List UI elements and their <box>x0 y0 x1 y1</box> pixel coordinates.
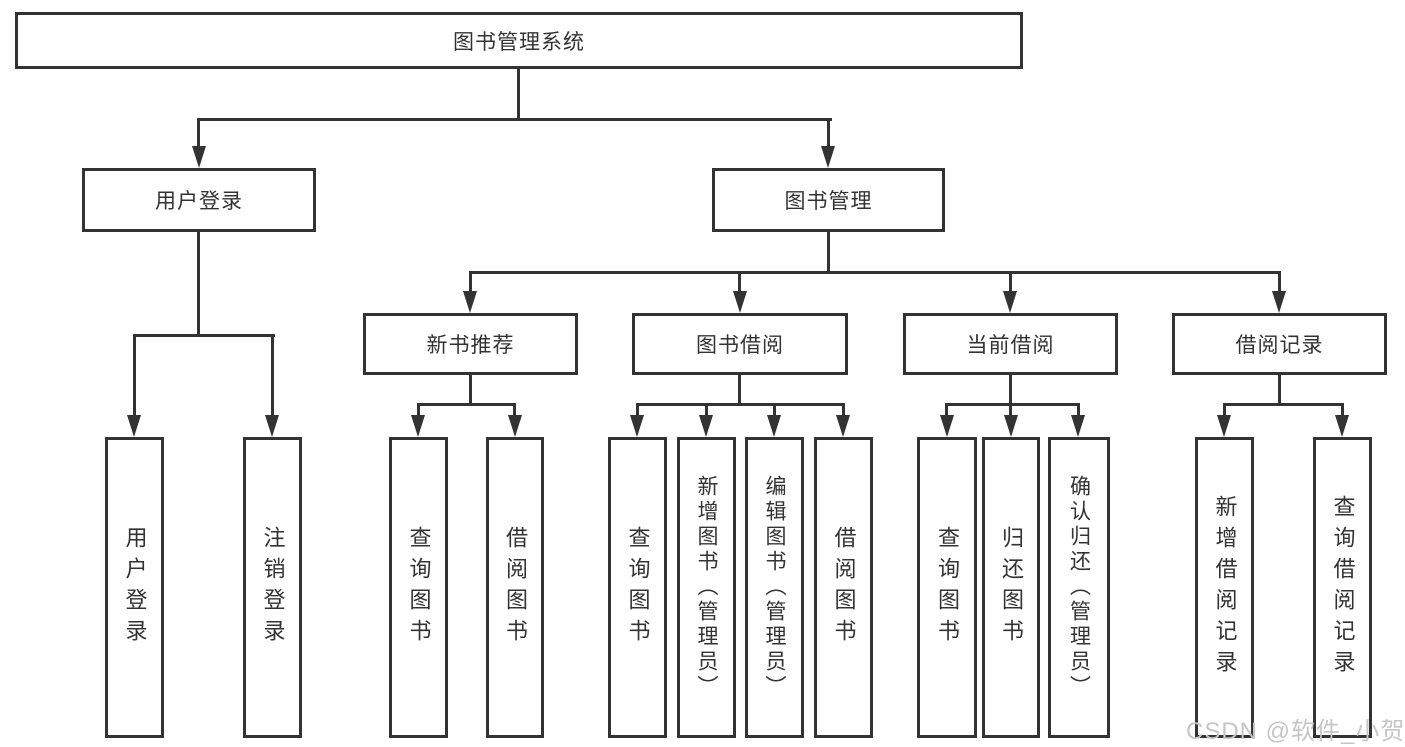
node-query-borrow-record: 查询借阅记录 <box>1313 437 1372 738</box>
connector-line <box>197 231 200 337</box>
node-current-borrowing: 当前借阅 <box>903 313 1118 375</box>
node-library-management-system: 图书管理系统 <box>15 12 1023 69</box>
connector-line <box>1009 271 1012 293</box>
arrowhead-icon <box>1071 415 1085 437</box>
connector-line <box>469 271 1280 274</box>
arrowhead-icon <box>192 146 206 168</box>
arrowhead-icon <box>699 415 713 437</box>
connector-line <box>469 372 472 406</box>
node-label: 新增图书（管理员） <box>695 475 718 700</box>
node-label: 编辑图书（管理员） <box>763 475 786 700</box>
node-user-login-leaf: 用户登录 <box>105 437 164 738</box>
node-label: 图书借阅 <box>696 334 784 357</box>
connector-line <box>271 334 274 417</box>
node-label: 用户登录 <box>155 190 243 213</box>
arrowhead-icon <box>1335 415 1349 437</box>
connector-line <box>417 403 516 406</box>
connector-line <box>1278 372 1281 406</box>
node-label: 当前借阅 <box>966 334 1055 357</box>
arrowhead-icon <box>411 415 425 437</box>
node-label: 用户登录 <box>122 525 148 650</box>
connector-line <box>945 403 948 417</box>
node-label: 查询借阅记录 <box>1330 494 1356 681</box>
arrowhead-icon <box>1272 291 1286 313</box>
arrowhead-icon <box>463 291 477 313</box>
connector-line <box>827 118 830 148</box>
arrowhead-icon <box>821 146 835 168</box>
connector-line <box>1278 271 1281 293</box>
arrowhead-icon <box>940 415 954 437</box>
arrowhead-icon <box>127 415 141 437</box>
node-label: 新增借阅记录 <box>1212 494 1238 681</box>
node-label: 查询图书 <box>406 525 432 650</box>
node-label: 确认归还（管理员） <box>1067 475 1091 700</box>
connector-line <box>1009 403 1012 417</box>
node-borrow-books: 借阅图书 <box>814 437 873 738</box>
arrowhead-icon <box>630 415 644 437</box>
node-label: 借阅图书 <box>831 525 857 650</box>
arrowhead-icon <box>767 415 781 437</box>
connector-line <box>469 271 472 293</box>
node-borrowing-records: 借阅记录 <box>1172 313 1387 375</box>
node-label: 借阅图书 <box>503 525 528 650</box>
node-logout: 注销登录 <box>243 437 302 738</box>
node-book-management: 图书管理 <box>712 168 945 232</box>
csdn-watermark: CSDN @软件_小贺同学 <box>1186 718 1405 745</box>
node-query-books: 查询图书 <box>389 437 448 738</box>
node-add-books-admin: 新增图书（管理员） <box>677 437 736 738</box>
node-label: 图书管理 <box>784 190 873 213</box>
connector-line <box>133 334 275 337</box>
node-add-borrow-record: 新增借阅记录 <box>1195 437 1254 738</box>
connector-line <box>517 68 520 121</box>
node-book-borrowing: 图书借阅 <box>632 313 848 375</box>
connector-line <box>1223 403 1226 417</box>
connector-line <box>842 403 845 417</box>
node-user-login: 用户登录 <box>82 168 316 232</box>
arrowhead-icon <box>1003 291 1017 313</box>
node-label: 新书推荐 <box>426 334 515 357</box>
node-return-books: 归还图书 <box>982 437 1040 738</box>
connector-line <box>1077 403 1080 417</box>
node-label: 查询图书 <box>935 525 960 650</box>
connector-line <box>636 403 845 406</box>
arrowhead-icon <box>836 415 850 437</box>
connector-line <box>1009 372 1012 406</box>
connector-line <box>773 403 776 417</box>
connector-line <box>133 334 136 417</box>
arrowhead-icon <box>1004 415 1018 437</box>
arrowhead-icon <box>508 415 522 437</box>
node-borrow-books: 借阅图书 <box>486 437 544 738</box>
connector-line <box>417 403 420 417</box>
connector-line <box>827 231 830 274</box>
connector-line <box>636 403 639 417</box>
arrowhead-icon <box>733 291 747 313</box>
arrowhead-icon <box>265 415 279 437</box>
arrowhead-icon <box>1217 415 1231 437</box>
connector-line <box>945 403 1080 406</box>
connector-line <box>738 372 741 406</box>
node-label: 图书管理系统 <box>453 30 585 54</box>
connector-line <box>738 271 741 293</box>
node-query-books: 查询图书 <box>917 437 977 738</box>
connector-line <box>1223 403 1344 406</box>
connector-line <box>1341 403 1344 417</box>
connector-line <box>705 403 708 417</box>
node-new-book-recommend: 新书推荐 <box>363 313 578 375</box>
node-label: 注销登录 <box>260 525 286 650</box>
node-edit-books-admin: 编辑图书（管理员） <box>745 437 804 738</box>
node-query-books: 查询图书 <box>608 437 667 738</box>
node-label: 借阅记录 <box>1235 334 1324 357</box>
connector-line <box>513 403 516 417</box>
node-confirm-return-admin: 确认归还（管理员） <box>1048 437 1110 738</box>
node-label: 查询图书 <box>625 525 651 650</box>
connector-line <box>197 118 832 121</box>
node-label: 归还图书 <box>999 525 1024 650</box>
connector-line <box>197 118 200 148</box>
